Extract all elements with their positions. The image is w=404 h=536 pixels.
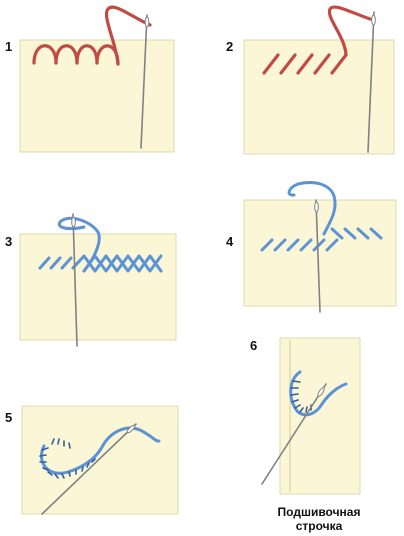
panel-2: 2	[226, 5, 395, 155]
step-number-3: 3	[5, 234, 12, 249]
fabric-swatch	[279, 337, 361, 495]
blue-thread	[38, 216, 163, 273]
step-number-5: 5	[5, 410, 12, 425]
figure-caption: Подшивочная строчка	[254, 505, 384, 533]
step-number-2: 2	[226, 39, 233, 54]
step-number-4: 4	[226, 234, 234, 249]
caption-line-2: строчка	[295, 519, 343, 533]
stitch-loops	[290, 380, 312, 413]
needle	[140, 14, 150, 149]
needle	[367, 11, 376, 153]
blue-thread	[289, 370, 348, 417]
red-thread	[262, 5, 372, 75]
needle	[41, 423, 137, 515]
panel-4: 4	[226, 181, 397, 313]
blue-thread	[40, 426, 161, 475]
fabric-swatch	[21, 405, 179, 515]
red-thread	[32, 5, 152, 66]
step-number-1: 1	[5, 39, 12, 54]
panel-1: 1	[5, 5, 175, 153]
blue-thread	[260, 181, 383, 252]
panel-3: 3	[5, 213, 177, 347]
stitch-loops	[39, 438, 96, 479]
needle	[261, 383, 327, 485]
panel-6: 6	[250, 337, 361, 495]
needle	[71, 213, 78, 347]
step-number-6: 6	[250, 338, 257, 353]
panel-5: 5	[5, 405, 179, 515]
caption-line-1: Подшивочная	[277, 505, 361, 519]
fabric-swatch	[19, 233, 177, 341]
needle	[314, 199, 321, 313]
fabric-swatch	[243, 199, 397, 307]
